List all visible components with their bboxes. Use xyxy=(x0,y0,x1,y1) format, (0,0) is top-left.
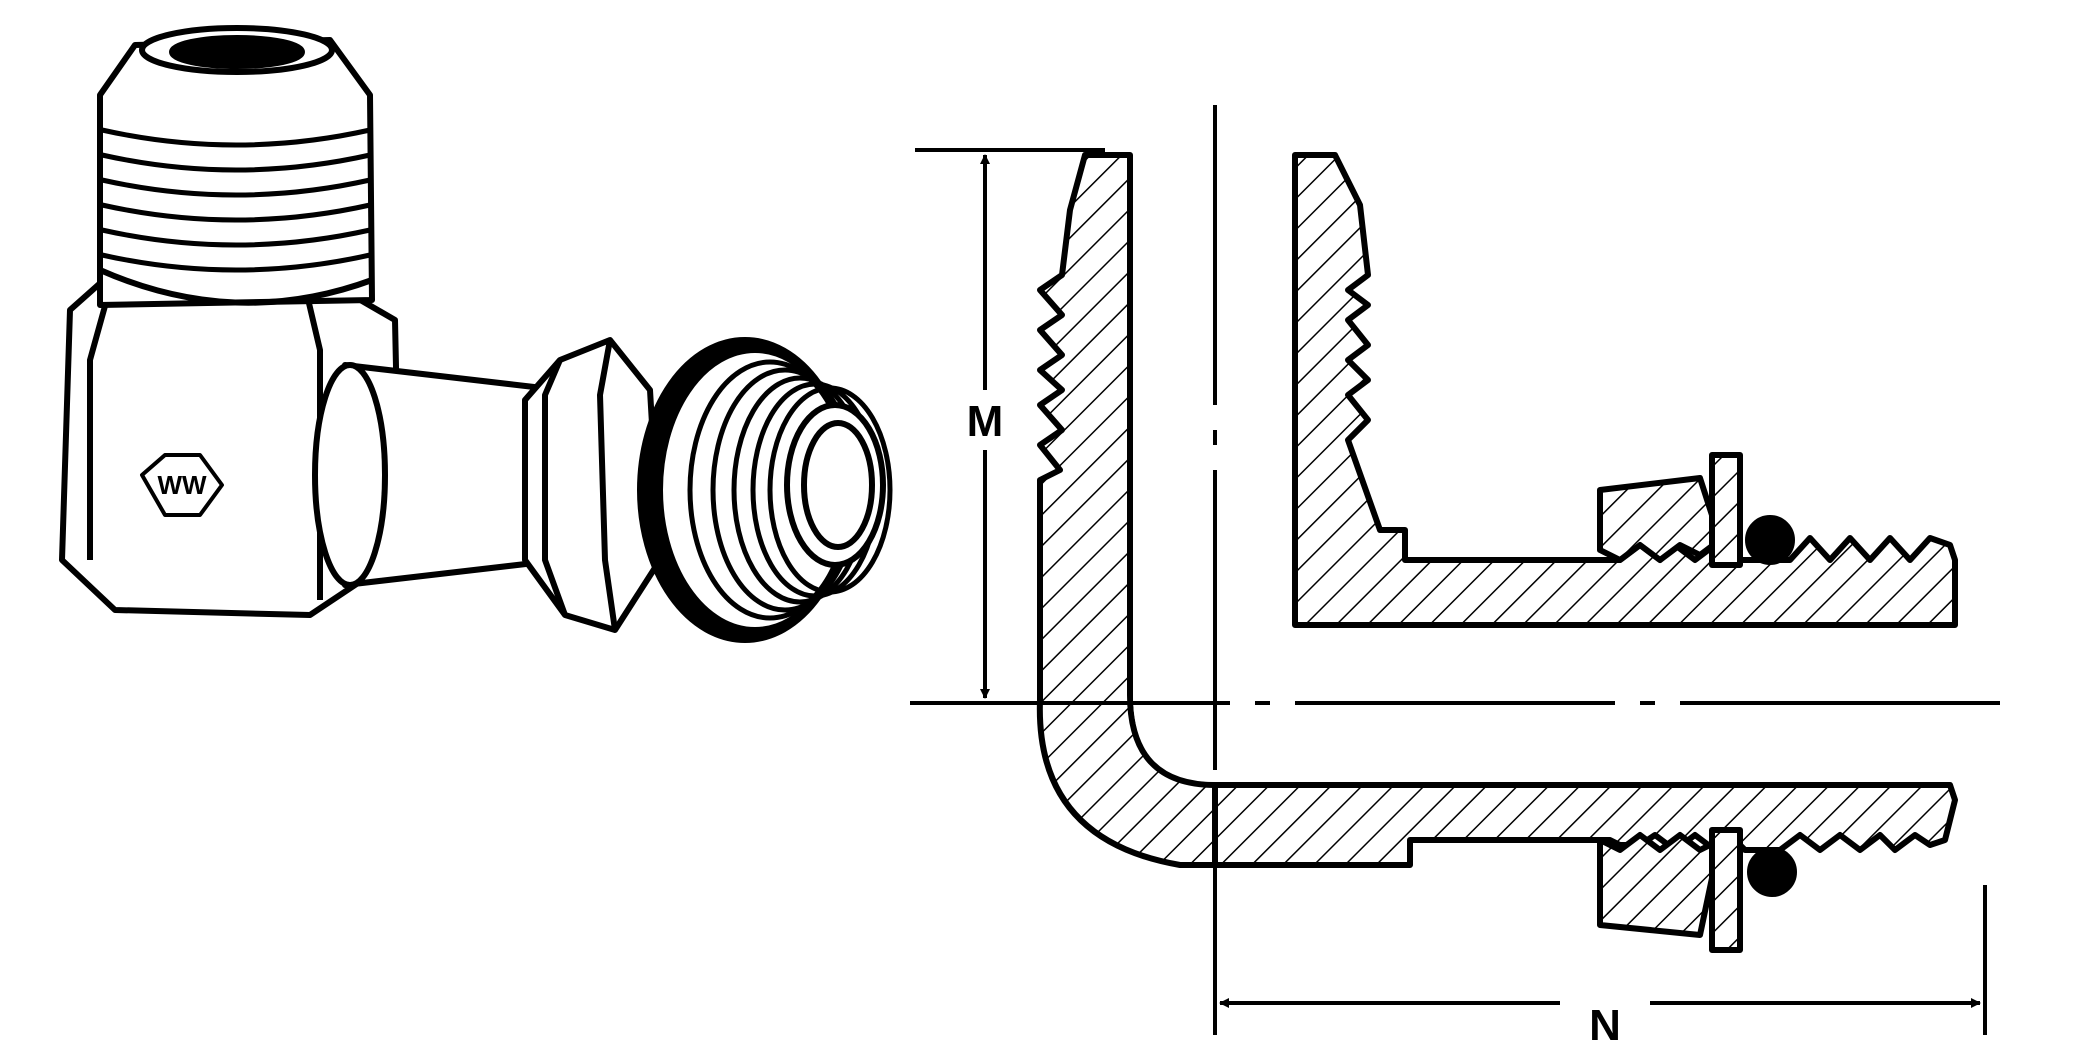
dimension-lines xyxy=(910,105,2000,1035)
section-locknut-top xyxy=(1597,475,1723,563)
o-ring-bottom xyxy=(1747,847,1797,897)
top-stem-base xyxy=(98,267,374,306)
sectional-fitting-view xyxy=(1036,152,1958,953)
side-stem-neck xyxy=(312,362,388,588)
dimension-m-label: M xyxy=(967,397,1004,446)
top-flare-bore xyxy=(169,35,305,69)
logo-hexagon xyxy=(140,453,224,517)
hex-nut-facets xyxy=(542,339,618,631)
dimension-n-label: N xyxy=(1589,1001,1621,1050)
section-bottom-wall xyxy=(1212,782,1958,868)
o-ring-top xyxy=(1745,515,1795,565)
section-left-wall xyxy=(1036,152,1218,868)
washer-bottom xyxy=(1709,827,1743,953)
logo-text: WW xyxy=(157,470,207,500)
isometric-fitting-view: WW xyxy=(59,25,893,643)
top-thread-ridges xyxy=(101,127,371,273)
section-bore xyxy=(1133,158,1950,782)
section-locknut-bottom xyxy=(1597,832,1723,938)
washer-top xyxy=(1709,452,1743,568)
side-bore-inner xyxy=(801,420,875,550)
